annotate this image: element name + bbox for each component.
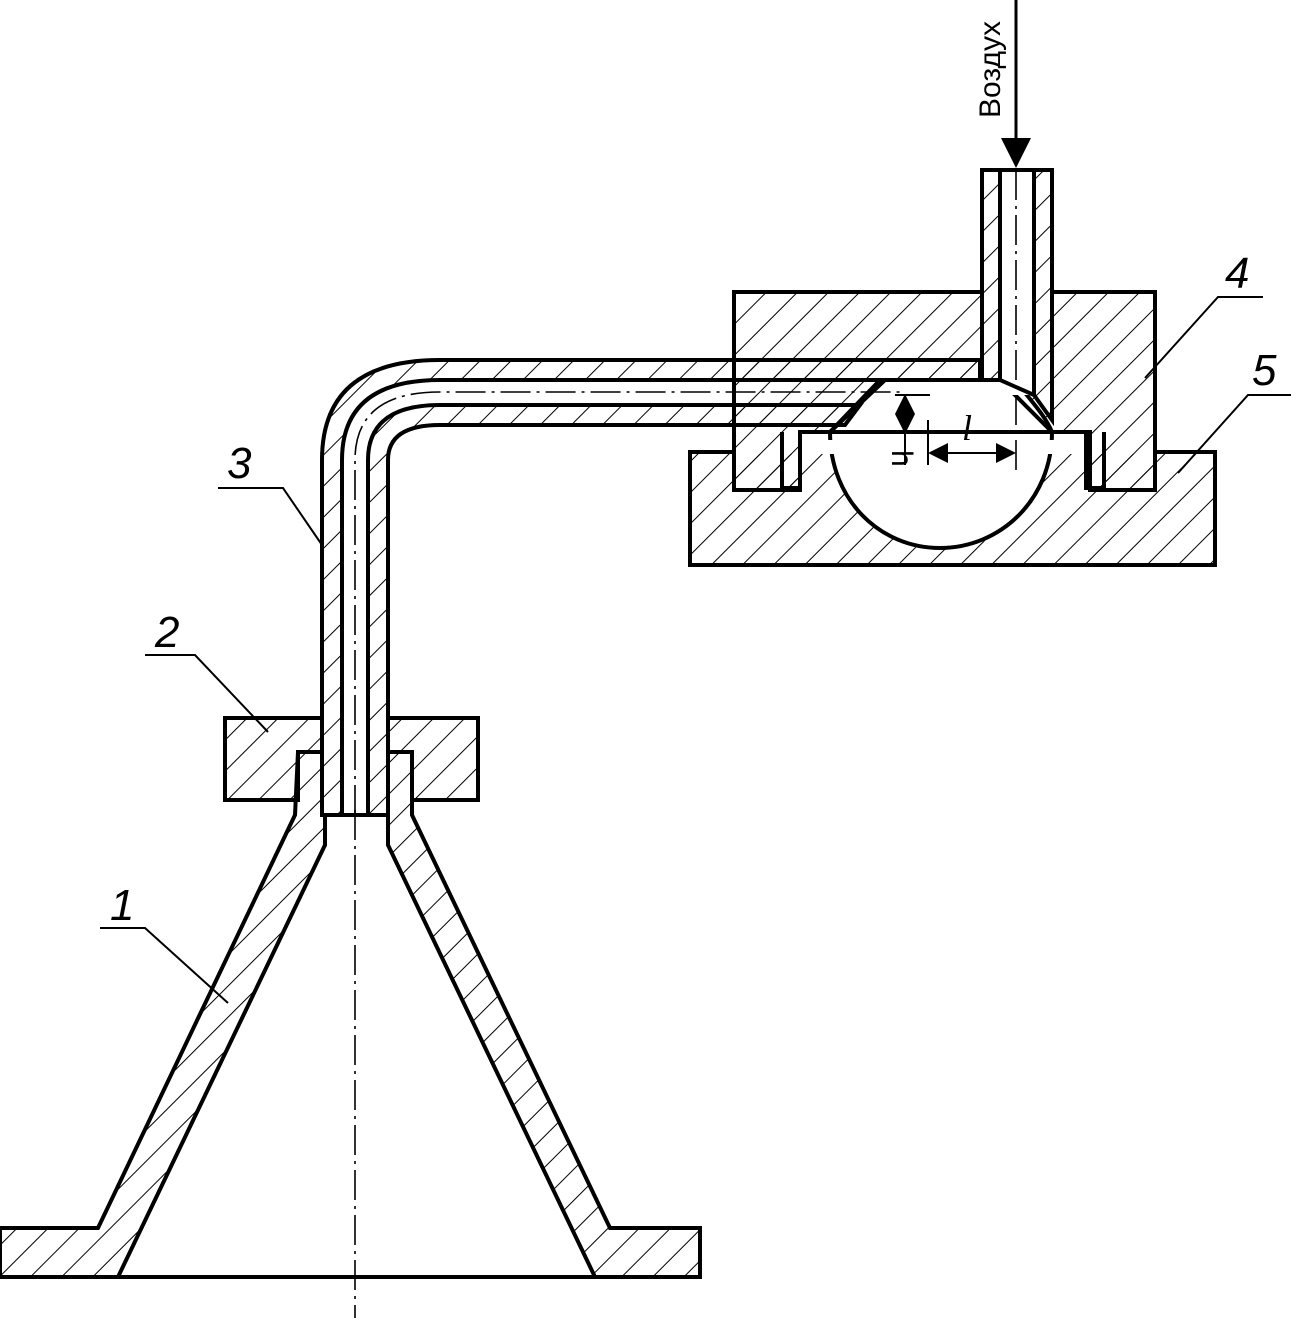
funnel-left-wall (0, 750, 327, 1279)
part-label-3: 3 (227, 439, 252, 488)
part-label-1: 1 (110, 881, 134, 930)
cover-recess-right (1084, 432, 1106, 490)
part-label-2: 2 (154, 608, 179, 657)
leader-4 (1144, 296, 1263, 379)
part-label-5: 5 (1252, 346, 1277, 395)
leader-1 (100, 927, 229, 1004)
leader-2 (145, 654, 269, 733)
dim-l-label: l (962, 408, 972, 448)
air-label: Воздух (974, 21, 1007, 118)
air-inlet-bore (982, 168, 1052, 397)
funnel-mouth (118, 813, 595, 1279)
leader-5 (1177, 394, 1291, 474)
air-inlet-wall-left (980, 168, 1002, 382)
part-label-4: 4 (1225, 249, 1249, 298)
leader-3 (218, 487, 323, 546)
funnel-right-wall (386, 750, 702, 1279)
tube-axis (354, 391, 900, 815)
cover-recess (780, 432, 802, 490)
air-inlet-wall-right (1032, 168, 1054, 427)
bent-tube-outer (320, 358, 982, 817)
dim-h-label: h (885, 450, 918, 467)
bent-tube-inner (366, 403, 864, 817)
